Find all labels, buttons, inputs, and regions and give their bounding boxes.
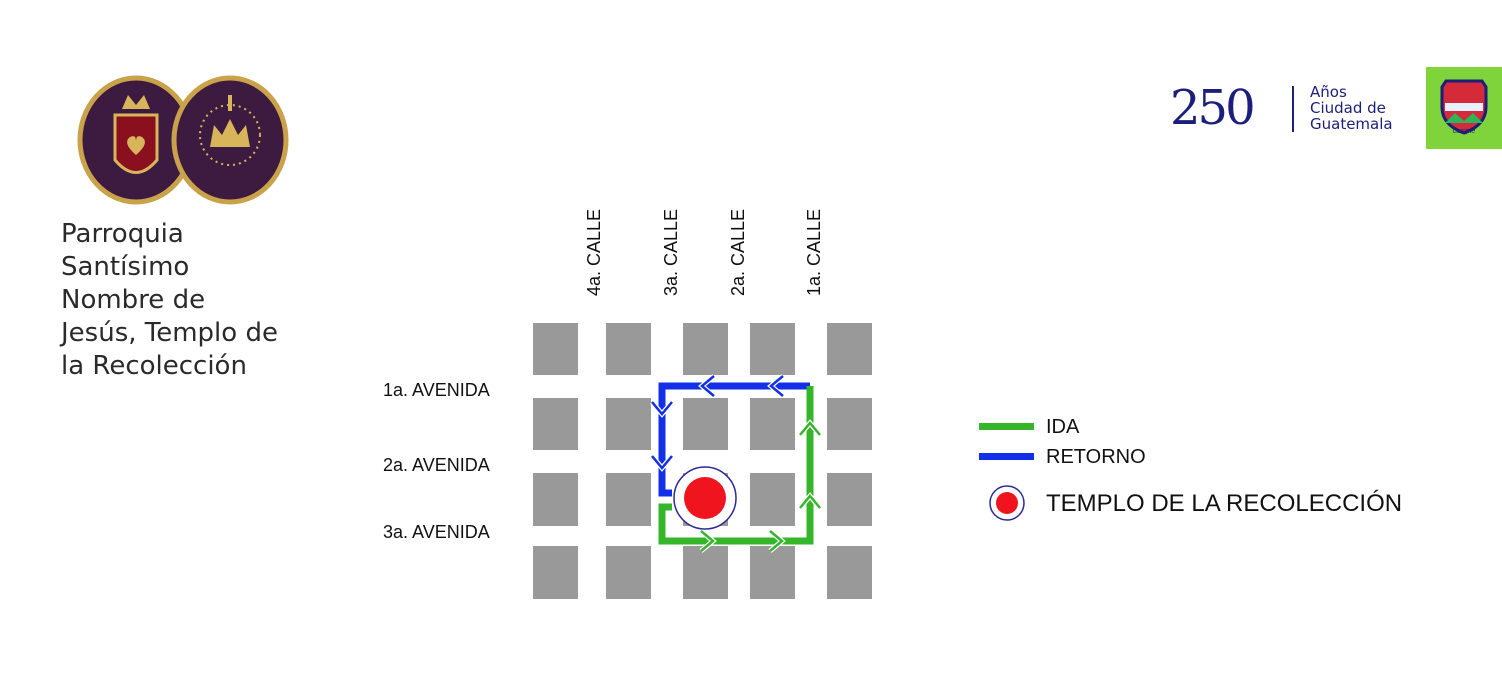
city-block bbox=[533, 473, 578, 526]
city-block bbox=[533, 546, 578, 599]
city-block bbox=[683, 546, 728, 599]
legend-retorno-label: RETORNO bbox=[1046, 446, 1146, 468]
avenue-label-2a: 2a. AVENIDA bbox=[383, 455, 490, 475]
title-line: Jesús, Templo de bbox=[61, 318, 278, 348]
city-block bbox=[533, 323, 578, 375]
logo-line: Guatemala bbox=[1310, 115, 1393, 133]
municipality-shield-logo: cumple bbox=[1426, 67, 1502, 149]
avenue-label-3a: 3a. AVENIDA bbox=[383, 522, 490, 542]
city-block bbox=[827, 546, 872, 599]
arrow-icon bbox=[700, 530, 715, 552]
city-block bbox=[750, 323, 795, 375]
avenue-label-1a: 1a. AVENIDA bbox=[383, 380, 490, 400]
title-line: Nombre de bbox=[61, 285, 206, 315]
logo-line: Ciudad de bbox=[1310, 99, 1386, 117]
parish-title: Parroquia Santísimo Nombre de Jesús, Tem… bbox=[61, 218, 341, 383]
city-block bbox=[750, 473, 795, 526]
parish-seal-logo bbox=[77, 75, 289, 205]
city-block bbox=[827, 398, 872, 450]
city-block bbox=[750, 546, 795, 599]
arrow-icon bbox=[769, 530, 784, 552]
arrow-icon bbox=[651, 455, 673, 470]
city-logo-text: Años Ciudad de Guatemala bbox=[1310, 84, 1393, 132]
temple-marker bbox=[684, 477, 726, 519]
city-block bbox=[606, 323, 651, 375]
title-line: la Recolección bbox=[61, 351, 247, 381]
title-line: Parroquia bbox=[61, 219, 184, 249]
legend-ida-label: IDA bbox=[1046, 416, 1080, 438]
city-block bbox=[606, 473, 651, 526]
legend-retorno-swatch bbox=[979, 453, 1034, 460]
temple-marker-icon bbox=[989, 485, 1025, 521]
city-block bbox=[827, 323, 872, 375]
ida-route bbox=[658, 386, 814, 545]
title-line: Santísimo bbox=[61, 252, 190, 282]
city-block bbox=[606, 398, 651, 450]
city-block bbox=[606, 546, 651, 599]
shield-text: cumple bbox=[1453, 128, 1476, 135]
logo-line: Años bbox=[1310, 83, 1347, 101]
logo-divider bbox=[1292, 86, 1294, 132]
city-block bbox=[827, 473, 872, 526]
arrow-icon bbox=[799, 421, 821, 436]
arrow-icon bbox=[651, 401, 673, 416]
retorno-route bbox=[658, 382, 810, 497]
arrow-icon bbox=[769, 375, 784, 397]
city-250-logo: 250 bbox=[1170, 80, 1256, 136]
arrow-icon bbox=[799, 494, 821, 509]
legend-temple-label: TEMPLO DE LA RECOLECCIÓN bbox=[1046, 490, 1403, 517]
city-block bbox=[750, 398, 795, 450]
arrow-icon bbox=[700, 375, 715, 397]
city-block bbox=[683, 398, 728, 450]
legend-ida-swatch bbox=[979, 423, 1034, 430]
city-block bbox=[683, 323, 728, 375]
city-block bbox=[533, 398, 578, 450]
